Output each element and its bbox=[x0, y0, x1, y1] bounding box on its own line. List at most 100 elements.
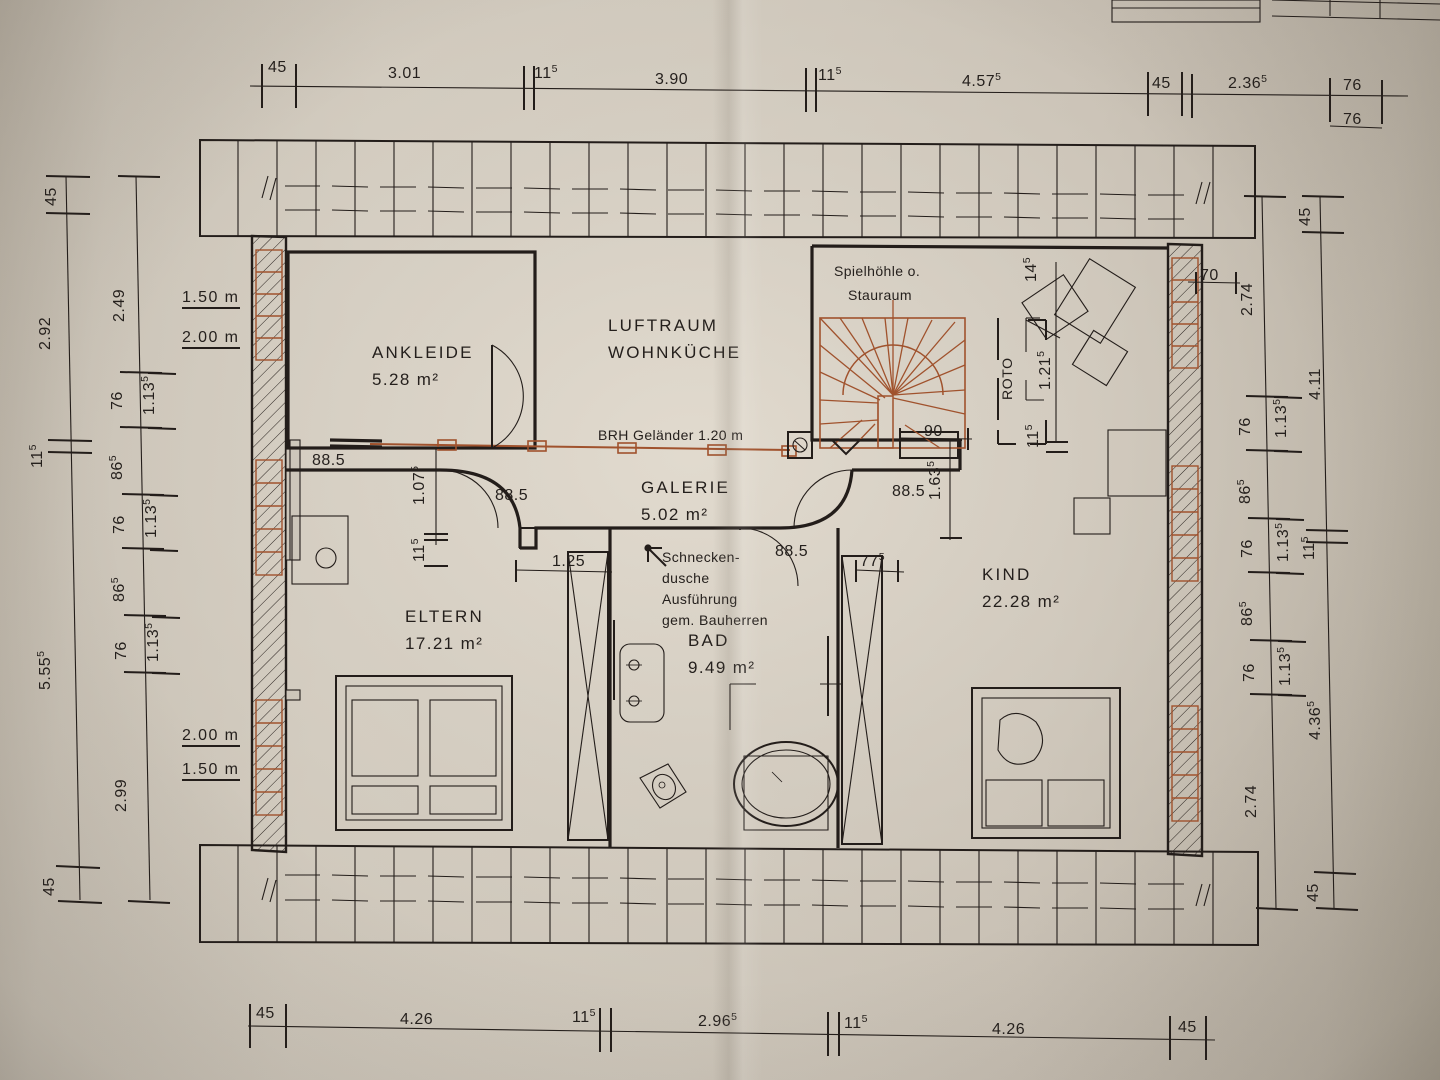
shower-note-line2: dusche bbox=[662, 570, 710, 586]
dimension-chain-right-windows: 1.135 1.135 1.135 bbox=[1271, 396, 1307, 697]
dim-right-win-0: 1.135 bbox=[1271, 399, 1290, 438]
dim-top-4: 115 bbox=[818, 65, 842, 84]
shower-note-line4: gem. Bauherren bbox=[662, 612, 768, 628]
dim-bottom-6: 45 bbox=[1178, 1019, 1197, 1036]
dim-top-0: 45 bbox=[268, 59, 287, 76]
dim-top-7: 2.365 bbox=[1228, 73, 1267, 92]
furniture-basin-eltern bbox=[291, 515, 349, 585]
window-frames-right bbox=[1171, 257, 1199, 822]
dim-right-outer-0: 45 bbox=[1297, 207, 1314, 226]
sheet-edge-fragment bbox=[1111, 0, 1440, 23]
parapet-3: 88.5 bbox=[775, 543, 808, 560]
sill-heights-upper: 1.50 m 2.00 m bbox=[182, 289, 240, 349]
room-label-kind: KIND bbox=[982, 565, 1031, 584]
dim-left-win-2: 1.135 bbox=[143, 623, 162, 662]
dim-right-inner-1: 76 bbox=[1237, 417, 1254, 436]
room-label-eltern: ELTERN bbox=[405, 607, 484, 626]
dimension-chain-left-inner: 2.49 76 865 76 865 76 2.99 bbox=[107, 175, 171, 904]
window-frames-left bbox=[255, 249, 283, 816]
room-area-bad: 9.49 m² bbox=[688, 658, 755, 677]
dimension-chain-left-windows: 1.135 1.135 1.135 bbox=[139, 372, 181, 675]
dim-right-inner-2: 865 bbox=[1235, 479, 1254, 504]
sill-heights-lower: 2.00 m 1.50 m bbox=[182, 727, 240, 781]
dim-top-3: 3.90 bbox=[655, 71, 688, 88]
dim-right-inner-6: 2.74 bbox=[1243, 785, 1260, 818]
label-spielhoehle-2: Stauraum bbox=[848, 287, 912, 303]
dim-left-inner-6: 2.99 bbox=[113, 779, 130, 812]
dim-right-win-2: 1.135 bbox=[1275, 647, 1294, 686]
dim-int-11-5-roto: 115 bbox=[1023, 424, 1042, 448]
interior-dimension-annotations: 1.075 115 1.25 775 90 1.635 bbox=[409, 257, 1241, 584]
dim-int-70: 70 bbox=[1200, 267, 1219, 284]
dim-left-1: 2.92 bbox=[37, 317, 54, 350]
parapet-0: 88.5 bbox=[312, 452, 345, 469]
dim-int-1-07: 1.075 bbox=[409, 466, 428, 505]
shower-note-line1: Schnecken- bbox=[662, 549, 740, 565]
dimension-chain-left-outer: 45 2.92 115 5.555 45 bbox=[27, 175, 103, 904]
dim-left-3: 5.555 bbox=[35, 651, 54, 690]
room-label-galerie: GALERIE bbox=[641, 478, 730, 497]
dim-int-90: 90 bbox=[924, 423, 943, 440]
dim-right-outer-2: 115 bbox=[1299, 536, 1318, 560]
dim-left-inner-4: 865 bbox=[109, 577, 128, 602]
dim-right-outer-1: 4.11 bbox=[1307, 368, 1324, 400]
parapet-2: 88.5 bbox=[892, 483, 925, 500]
furniture-kind bbox=[971, 257, 1167, 839]
interior-walls bbox=[286, 244, 1169, 848]
dim-right-win-1: 1.135 bbox=[1273, 523, 1292, 562]
dim-right-outer-3: 4.365 bbox=[1305, 701, 1324, 740]
dim-left-win-0: 1.135 bbox=[139, 376, 158, 415]
dimension-chain-top-outer: 45 3.01 115 3.90 115 4.575 45 2.365 76 7… bbox=[249, 59, 1409, 129]
roto-bracket bbox=[997, 318, 1047, 445]
exterior-walls bbox=[250, 234, 1204, 858]
dim-left-4: 45 bbox=[41, 877, 58, 896]
roof-band-top bbox=[199, 138, 1256, 240]
label-gelaender: BRH Geländer 1.20 m bbox=[598, 427, 743, 443]
dim-int-14-5: 145 bbox=[1021, 257, 1040, 282]
dim-left-inner-2: 865 bbox=[107, 455, 126, 480]
dim-int-1-25: 1.25 bbox=[552, 553, 585, 570]
dim-right-inner-5: 76 bbox=[1241, 663, 1258, 682]
dim-int-1-63: 1.635 bbox=[925, 461, 944, 500]
dim-bottom-2: 115 bbox=[572, 1007, 596, 1026]
sill-2-00-lower: 2.00 m bbox=[182, 727, 239, 744]
dim-bottom-1: 4.26 bbox=[400, 1011, 433, 1028]
dim-bottom-5: 4.26 bbox=[992, 1021, 1025, 1038]
dim-int-1-21: 1.215 bbox=[1035, 351, 1054, 390]
dim-left-win-1: 1.135 bbox=[141, 499, 160, 538]
label-roto: ROTO bbox=[999, 357, 1015, 400]
window-openings bbox=[285, 439, 301, 701]
parapet-1: 88.5 bbox=[495, 487, 528, 504]
room-label-ankleide: ANKLEIDE bbox=[372, 343, 474, 362]
dim-left-0: 45 bbox=[43, 187, 60, 206]
dim-int-77-5: 775 bbox=[860, 551, 885, 570]
dim-right-inner-4: 865 bbox=[1237, 601, 1256, 626]
label-spielhoehle-1: Spielhöhle o. bbox=[834, 263, 920, 279]
dim-top-1: 3.01 bbox=[388, 65, 421, 82]
dim-left-inner-3: 76 bbox=[111, 515, 128, 534]
dim-top-secondary-0: 76 bbox=[1343, 111, 1362, 128]
room-area-galerie: 5.02 m² bbox=[641, 505, 708, 524]
sill-2-00-upper: 2.00 m bbox=[182, 329, 239, 346]
sill-1-50-lower: 1.50 m bbox=[182, 761, 239, 778]
dim-top-2: 115 bbox=[534, 63, 558, 82]
dim-left-inner-5: 76 bbox=[113, 641, 130, 660]
label-luftraum-1: LUFTRAUM bbox=[608, 316, 718, 335]
dim-left-2: 115 bbox=[27, 444, 46, 468]
dim-top-8: 76 bbox=[1343, 77, 1362, 94]
dim-top-5: 4.575 bbox=[962, 71, 1001, 90]
dimension-chain-right-outer: 45 4.11 115 4.365 45 bbox=[1297, 195, 1359, 911]
dim-right-outer-4: 45 bbox=[1305, 883, 1322, 902]
room-label-bad: BAD bbox=[688, 631, 730, 650]
dim-right-inner-0: 2.74 bbox=[1239, 283, 1256, 316]
room-area-ankleide: 5.28 m² bbox=[372, 370, 439, 389]
staircase bbox=[819, 300, 966, 456]
dim-right-inner-3: 76 bbox=[1239, 539, 1256, 558]
furniture-bad bbox=[619, 643, 843, 831]
dim-top-6: 45 bbox=[1152, 75, 1171, 92]
dim-int-11-5-left: 115 bbox=[409, 538, 428, 562]
wardrobe-left bbox=[567, 551, 609, 841]
dim-bottom-0: 45 bbox=[256, 1005, 275, 1022]
roof-band-bottom bbox=[199, 843, 1259, 947]
